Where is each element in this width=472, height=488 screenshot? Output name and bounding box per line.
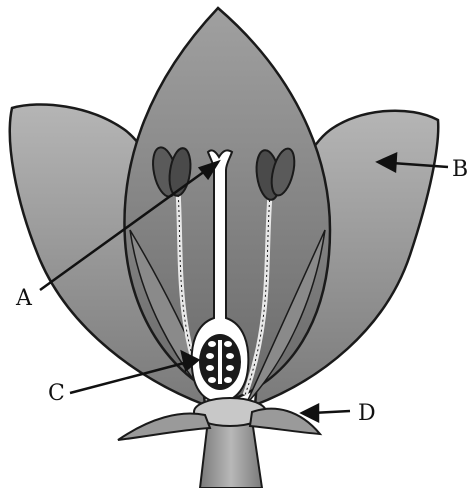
label-d: D bbox=[358, 401, 376, 426]
label-b: B bbox=[452, 157, 468, 182]
label-c: C bbox=[48, 381, 65, 406]
left-sepal bbox=[118, 414, 210, 440]
label-a: A bbox=[15, 286, 33, 311]
stem bbox=[200, 420, 262, 488]
